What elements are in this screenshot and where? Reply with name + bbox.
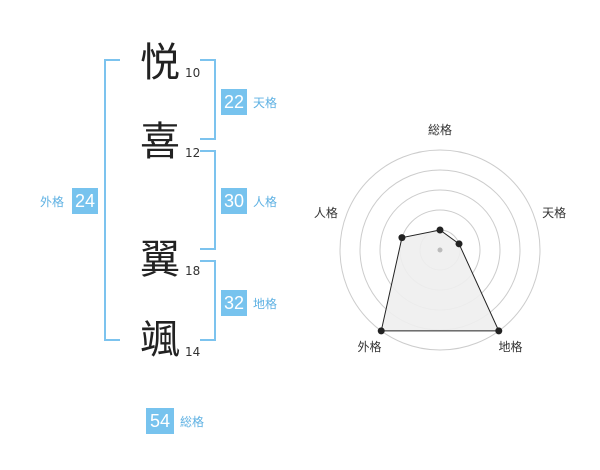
radar-point-4 <box>398 234 406 242</box>
radar-axis-label-2: 地格 <box>499 339 523 354</box>
kanji-2: 喜 <box>140 119 180 165</box>
radar-point-0 <box>436 226 444 234</box>
radar-axis-label-4: 人格 <box>314 205 338 220</box>
tenkaku-badge: 22 <box>221 89 247 115</box>
radar-axis-label-1: 天格 <box>542 205 566 220</box>
radar-point-1 <box>455 240 463 248</box>
jinkaku-badge: 30 <box>221 188 247 214</box>
kanji-1: 悦 <box>140 40 180 86</box>
stroke-count-1: 10 <box>185 66 201 80</box>
radar-axis-label-0: 総格 <box>428 122 452 137</box>
jinkaku-bracket <box>200 150 216 250</box>
chikaku-badge: 32 <box>221 290 247 316</box>
gaikaku-badge: 24 <box>72 188 98 214</box>
radar-point-2 <box>495 327 503 335</box>
radar-ring-5 <box>339 149 541 351</box>
radar-axis-label-3: 外格 <box>357 339 381 354</box>
tenkaku-bracket <box>200 59 216 140</box>
soukaku-badge: 54 <box>146 408 174 434</box>
stroke-count-4: 14 <box>185 345 201 359</box>
chikaku-bracket <box>200 260 216 341</box>
radar-center-dot <box>437 247 443 253</box>
gaikaku-label: 外格 <box>40 195 65 209</box>
jinkaku-label: 人格 <box>253 195 278 209</box>
radar-area <box>380 229 500 332</box>
stroke-count-2: 12 <box>185 146 201 160</box>
stroke-count-3: 18 <box>185 264 201 278</box>
kanji-4: 颯 <box>140 317 180 363</box>
kanji-3: 翼 <box>140 237 180 283</box>
tenkaku-label: 天格 <box>253 96 278 110</box>
radar-point-3 <box>377 327 385 335</box>
radar-points <box>377 226 503 335</box>
soukaku-label: 総格 <box>180 415 205 429</box>
gaikaku-bracket <box>104 59 120 341</box>
chikaku-label: 地格 <box>253 297 278 311</box>
